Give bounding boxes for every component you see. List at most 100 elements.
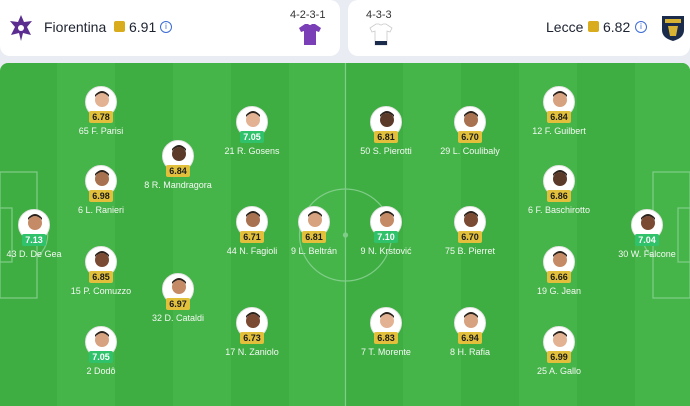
player-name: 43 D. De Gea — [0, 249, 99, 259]
player-name: 12 F. Guilbert — [494, 126, 624, 136]
away-player[interactable]: 6.86 6 F. Baschirotto — [494, 165, 624, 219]
shirt-number: 32 — [151, 313, 162, 323]
home-player[interactable]: 7.05 2 Dodô — [36, 326, 166, 380]
player-name: 50 S. Pierotti — [321, 146, 451, 156]
player-rating: 6.81 — [374, 131, 398, 143]
fiorentina-crest-icon — [10, 15, 32, 41]
home-player[interactable]: 7.05 21 R. Gosens — [187, 106, 317, 160]
shirt-number: 25 — [536, 366, 547, 376]
away-formation: 4-3-3 — [366, 9, 392, 21]
player-name: 19 G. Jean — [494, 286, 624, 296]
away-player[interactable]: 6.81 50 S. Pierotti — [321, 106, 451, 160]
player-name-text: D. Cataldi — [164, 313, 205, 323]
player-rating: 6.94 — [458, 332, 482, 344]
home-player[interactable]: 6.84 8 R. Mandragora — [113, 140, 243, 194]
player-name: 6 F. Baschirotto — [494, 205, 624, 215]
player-rating: 7.05 — [89, 351, 113, 363]
away-team-card: 4-3-3 Lecce 6.82 i — [348, 0, 690, 56]
player-name-text: R. Mandragora — [151, 180, 212, 190]
player-rating: 6.86 — [547, 190, 571, 202]
shirt-number: 6 — [527, 205, 533, 215]
player-name: 2 Dodô — [36, 366, 166, 376]
player-rating: 6.70 — [458, 231, 482, 243]
player-name-text: L. Ranieri — [85, 205, 125, 215]
info-icon[interactable]: i — [635, 21, 647, 33]
away-player[interactable]: 7.04 30 W. Falcone — [582, 209, 690, 263]
player-name: 44 N. Fagioli — [187, 246, 317, 256]
player-rating: 6.84 — [547, 111, 571, 123]
home-formation: 4-2-3-1 — [290, 9, 326, 21]
player-rating: 6.98 — [89, 190, 113, 202]
home-player[interactable]: 6.98 6 L. Ranieri — [36, 165, 166, 219]
player-name-text: G. Jean — [549, 286, 582, 296]
shirt-number: 8 — [144, 180, 150, 190]
lineup-header: Fiorentina 6.91 i 4-2-3-1 4-3-3 Lecce 6.… — [0, 0, 690, 62]
player-rating: 6.70 — [458, 131, 482, 143]
player-rating: 7.05 — [240, 131, 264, 143]
player-name-text: F. Guilbert — [544, 126, 586, 136]
home-team-card: Fiorentina 6.91 i 4-2-3-1 — [0, 0, 340, 56]
player-name: 17 N. Zaniolo — [187, 347, 317, 357]
player-name: 75 B. Pierret — [405, 246, 535, 256]
player-name-text: R. Gosens — [237, 146, 280, 156]
shirt-number: 8 — [449, 347, 455, 357]
shirt-number: 2 — [86, 366, 92, 376]
shirt-number: 19 — [536, 286, 547, 296]
player-rating: 6.81 — [302, 231, 326, 243]
player-rating: 6.78 — [89, 111, 113, 123]
away-player[interactable]: 6.84 12 F. Guilbert — [494, 86, 624, 140]
away-player[interactable]: 6.83 7 T. Morente — [321, 307, 451, 361]
player-name: 29 L. Coulibaly — [405, 146, 535, 156]
player-name-text: P. Comuzzo — [83, 286, 132, 296]
player-rating: 6.84 — [166, 165, 190, 177]
home-team-name[interactable]: Fiorentina — [44, 19, 107, 35]
player-name: 32 D. Cataldi — [113, 313, 243, 323]
player-name-text: F. Baschirotto — [535, 205, 591, 215]
away-player[interactable]: 6.94 8 H. Rafia — [405, 307, 535, 361]
player-name: 8 H. Rafia — [405, 347, 535, 357]
shirt-number: 43 — [6, 249, 17, 259]
shirt-number: 12 — [532, 126, 543, 136]
player-name-text: T. Morente — [368, 347, 411, 357]
player-rating: 7.13 — [22, 234, 46, 246]
player-name: 9 N. Krstović — [321, 246, 451, 256]
player-rating: 7.04 — [635, 234, 659, 246]
shirt-number: 21 — [224, 146, 235, 156]
shirt-number: 75 — [444, 246, 455, 256]
player-name-text: A. Gallo — [549, 366, 582, 376]
player-name-text: W. Falcone — [630, 249, 676, 259]
player-name: 7 T. Morente — [321, 347, 451, 357]
player-rating: 6.83 — [374, 332, 398, 344]
player-name-text: N. Zaniolo — [237, 347, 279, 357]
player-name: 6 L. Ranieri — [36, 205, 166, 215]
player-name-text: F. Parisi — [91, 126, 124, 136]
home-player[interactable]: 7.13 43 D. De Gea — [0, 209, 99, 263]
shirt-number: 29 — [440, 146, 451, 156]
info-icon[interactable]: i — [160, 21, 172, 33]
shirt-number: 44 — [226, 246, 237, 256]
player-name-text: D. De Gea — [19, 249, 62, 259]
away-player[interactable]: 6.70 29 L. Coulibaly — [405, 106, 535, 160]
player-name-text: Dodô — [94, 366, 116, 376]
player-name: 25 A. Gallo — [494, 366, 624, 376]
player-rating: 6.99 — [547, 351, 571, 363]
shirt-number: 6 — [77, 205, 83, 215]
player-name: 30 W. Falcone — [582, 249, 690, 259]
shirt-number: 50 — [360, 146, 371, 156]
shirt-number: 17 — [225, 347, 236, 357]
shirt-number: 9 — [290, 246, 296, 256]
player-name-text: B. Pierret — [457, 246, 496, 256]
away-team-name[interactable]: Lecce — [546, 19, 584, 35]
shirt-number: 30 — [618, 249, 629, 259]
